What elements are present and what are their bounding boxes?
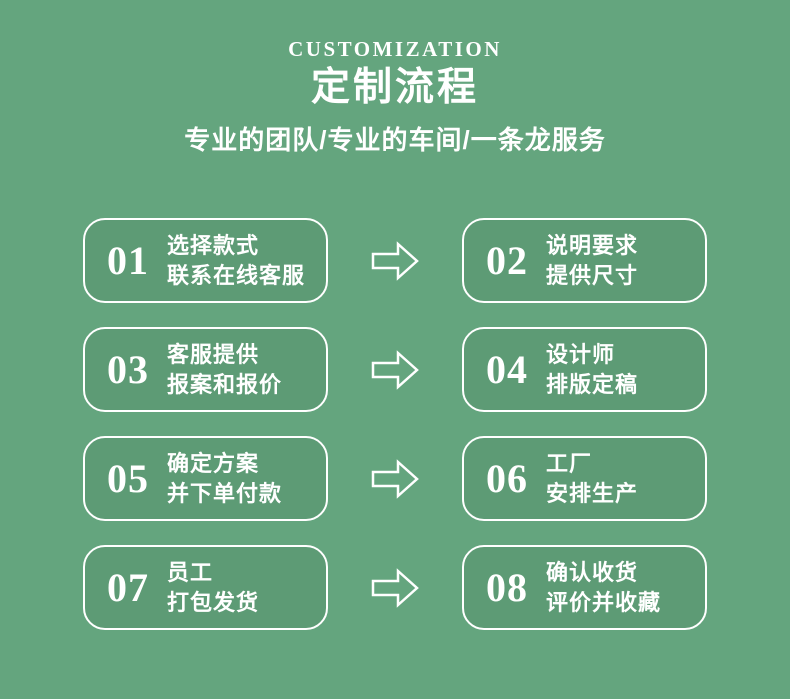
step-line2: 报案和报价: [167, 371, 283, 397]
step-line1: 确认收货: [546, 559, 639, 585]
step-text: 设计师 排版定稿: [546, 340, 638, 400]
step-number: 08: [486, 564, 528, 610]
step-line1: 设计师: [546, 341, 616, 367]
step-text: 确定方案 并下单付款: [167, 449, 282, 509]
step-card-06: 06 工厂 安排生产: [462, 436, 707, 521]
step-text: 客服提供 报案和报价: [167, 340, 282, 400]
step-line1: 确定方案: [167, 450, 260, 476]
step-line2: 并下单付款: [167, 480, 283, 506]
step-text: 说明要求 提供尺寸: [546, 231, 638, 291]
arrow-right-icon: [371, 458, 419, 499]
step-card-07: 07 员工 打包发货: [83, 545, 328, 630]
step-text: 工厂 安排生产: [546, 449, 638, 509]
arrow-right-icon: [371, 240, 419, 281]
step-line2: 评价并收藏: [546, 589, 662, 615]
step-number: 01: [107, 237, 149, 283]
step-text: 选择款式 联系在线客服: [167, 231, 305, 291]
step-line2: 联系在线客服: [167, 262, 306, 288]
step-card-03: 03 客服提供 报案和报价: [83, 327, 328, 412]
page-title: 定制流程: [310, 66, 479, 109]
step-card-08: 08 确认收货 评价并收藏: [462, 545, 707, 630]
step-number: 02: [486, 237, 528, 283]
step-number: 07: [107, 564, 149, 610]
step-card-04: 04 设计师 排版定稿: [462, 327, 707, 412]
step-text: 确认收货 评价并收藏: [546, 558, 661, 618]
step-line2: 提供尺寸: [546, 262, 639, 288]
process-flow-grid: 01 选择款式 联系在线客服 02 说明要求 提供尺寸 03 客服提供 报案和报…: [83, 218, 707, 630]
step-line2: 打包发货: [167, 589, 260, 615]
step-number: 04: [486, 346, 528, 392]
step-line2: 排版定稿: [546, 371, 639, 397]
step-card-01: 01 选择款式 联系在线客服: [83, 218, 328, 303]
step-number: 03: [107, 346, 149, 392]
step-line1: 说明要求: [546, 232, 639, 258]
arrow-cell: [328, 218, 462, 303]
step-card-02: 02 说明要求 提供尺寸: [462, 218, 707, 303]
step-line2: 安排生产: [546, 480, 639, 506]
step-line1: 工厂: [546, 450, 593, 476]
arrow-right-icon: [371, 349, 419, 390]
arrow-cell: [328, 545, 462, 630]
step-number: 05: [107, 455, 149, 501]
arrow-cell: [328, 436, 462, 521]
arrow-cell: [328, 327, 462, 412]
arrow-right-icon: [371, 567, 419, 608]
step-line1: 选择款式: [167, 232, 260, 258]
step-card-05: 05 确定方案 并下单付款: [83, 436, 328, 521]
page-subtitle: 专业的团队/专业的车间/一条龙服务: [184, 125, 606, 155]
step-number: 06: [486, 455, 528, 501]
eyebrow-text: CUSTOMIZATION: [288, 37, 502, 61]
step-line1: 客服提供: [167, 341, 260, 367]
step-text: 员工 打包发货: [167, 558, 259, 618]
step-line1: 员工: [167, 559, 214, 585]
